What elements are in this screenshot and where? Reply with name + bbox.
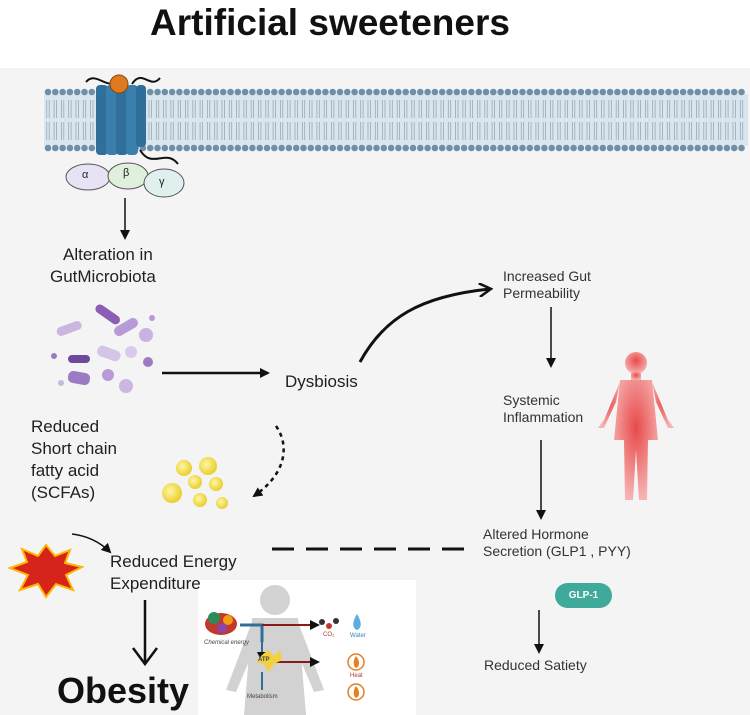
altered-hormone-label: Altered Hormone Secretion (GLP1 , PYY) bbox=[483, 526, 631, 559]
glp1-badge: GLP-1 bbox=[555, 583, 612, 608]
inset-metabolism: Metabolism bbox=[247, 694, 278, 700]
g-protein-subunits bbox=[65, 162, 185, 198]
inset-water: Water bbox=[350, 633, 366, 639]
reduced-satiety-label: Reduced Satiety bbox=[484, 657, 587, 673]
inflamed-human-icon bbox=[598, 352, 674, 500]
arrow-dysbiosis-to-permeability bbox=[358, 289, 490, 363]
food-icon bbox=[205, 612, 237, 635]
ligand-icon bbox=[109, 74, 129, 94]
energy-expenditure-label: Reduced Energy Expenditure bbox=[110, 552, 237, 593]
dysbiosis-label: Dysbiosis bbox=[285, 372, 358, 391]
subunit-gamma: γ bbox=[159, 176, 165, 188]
arrow-dysbiosis-to-scfa bbox=[252, 425, 285, 498]
burst-icon bbox=[7, 543, 85, 599]
atp-burst-icon bbox=[256, 650, 282, 672]
receptor-icon bbox=[85, 74, 179, 165]
arrow-scfa-to-energy bbox=[71, 533, 112, 554]
metabolism-inset bbox=[198, 580, 416, 715]
microbiota-icon bbox=[51, 304, 155, 393]
scfa-label: Reduced Short chain fatty acid (SCFAs) bbox=[31, 417, 117, 502]
alteration-label: Alteration in GutMicrobiota bbox=[50, 245, 156, 286]
systemic-inflammation-label: Systemic Inflammation bbox=[503, 392, 584, 425]
scfa-droplets-icon bbox=[162, 457, 228, 509]
inset-co2: CO₂ bbox=[323, 632, 335, 638]
diagram-title: Artificial sweeteners bbox=[150, 2, 510, 43]
inset-heat: Heat bbox=[350, 673, 363, 679]
inset-atp: ATP bbox=[258, 657, 270, 663]
inset-chemical-energy: Chemical energy bbox=[204, 640, 250, 646]
increased-permeability-label: Increased Gut Permeability bbox=[503, 268, 591, 301]
subunit-beta: β bbox=[123, 167, 130, 179]
lipid-bilayer bbox=[44, 88, 748, 152]
obesity-label: Obesity bbox=[57, 670, 190, 711]
subunit-alpha: α bbox=[82, 169, 89, 181]
water-drop-icon bbox=[353, 614, 361, 630]
